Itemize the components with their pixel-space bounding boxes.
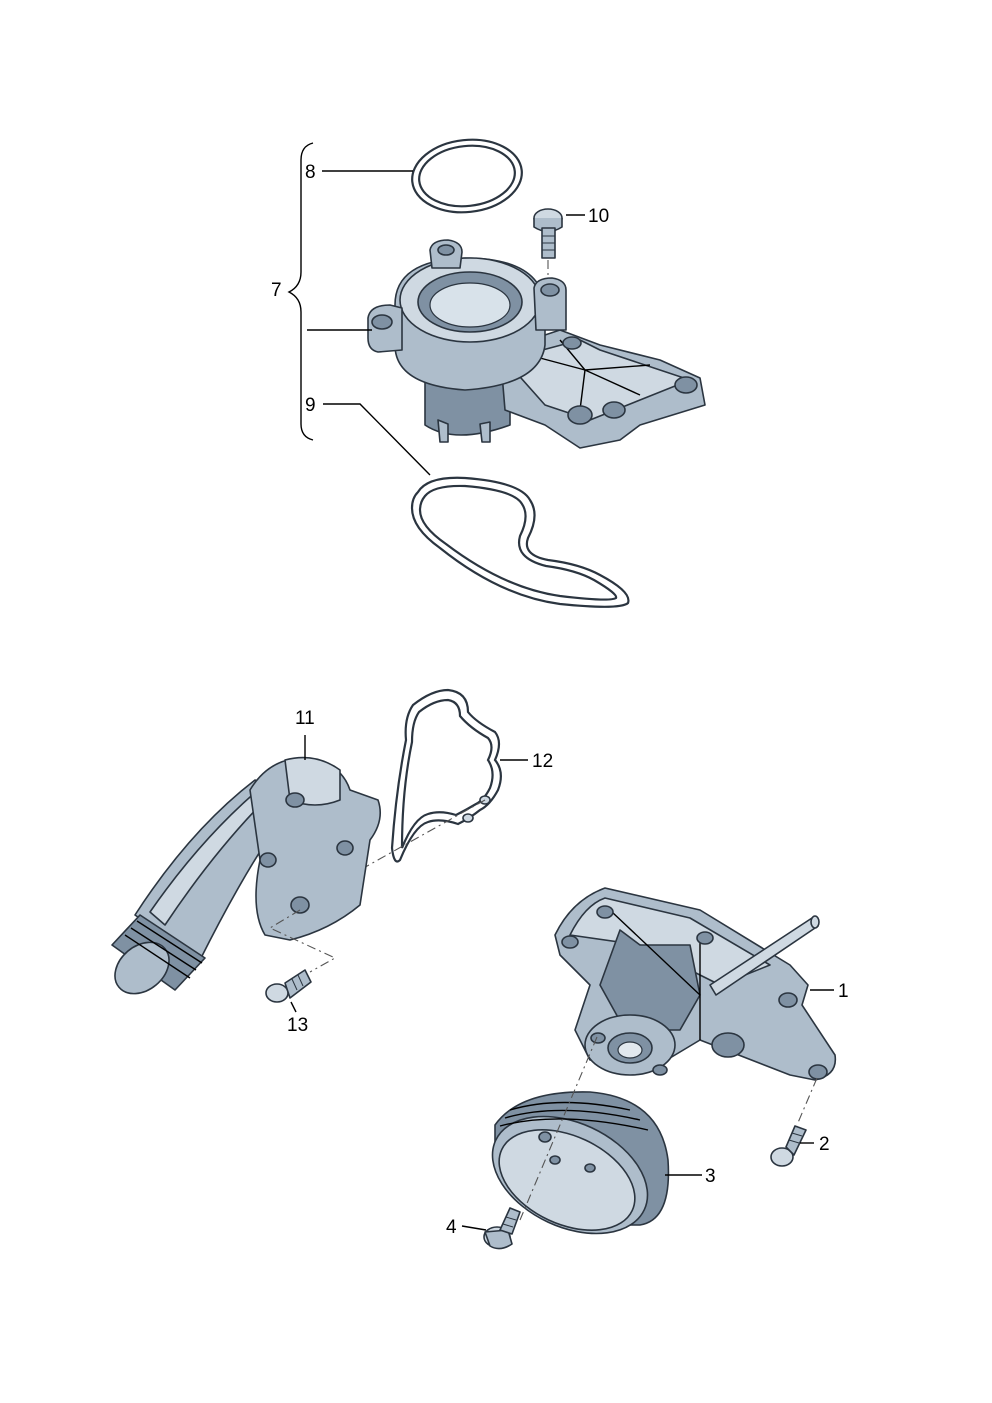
callout-12: 12 — [532, 751, 553, 772]
callout-8: 8 — [305, 162, 316, 183]
water-pump-part-1 — [554, 887, 837, 1081]
callout-7: 7 — [271, 280, 282, 301]
callout-13: 13 — [287, 1015, 308, 1036]
flange-gasket-part-12 — [390, 688, 502, 863]
callout-4: 4 — [446, 1217, 457, 1238]
callout-3: 3 — [705, 1166, 716, 1187]
pulley-part-3 — [491, 1091, 670, 1235]
callout-1: 1 — [838, 981, 849, 1002]
housing-gasket-part-9 — [410, 476, 630, 608]
pump-housing-part-7 — [367, 239, 706, 449]
bolt-part-2 — [770, 1125, 807, 1167]
callout-10: 10 — [588, 206, 609, 227]
bolt-part-10 — [533, 208, 563, 259]
callout-2: 2 — [819, 1134, 830, 1155]
group-7-bracket — [287, 142, 314, 441]
o-ring-part-8 — [411, 138, 523, 214]
coolant-pipe-part-11 — [111, 735, 381, 995]
callout-9: 9 — [305, 395, 316, 416]
bolt-part-13 — [265, 969, 312, 1003]
callout-11: 11 — [295, 708, 315, 729]
bolt-part-4 — [483, 1207, 521, 1250]
